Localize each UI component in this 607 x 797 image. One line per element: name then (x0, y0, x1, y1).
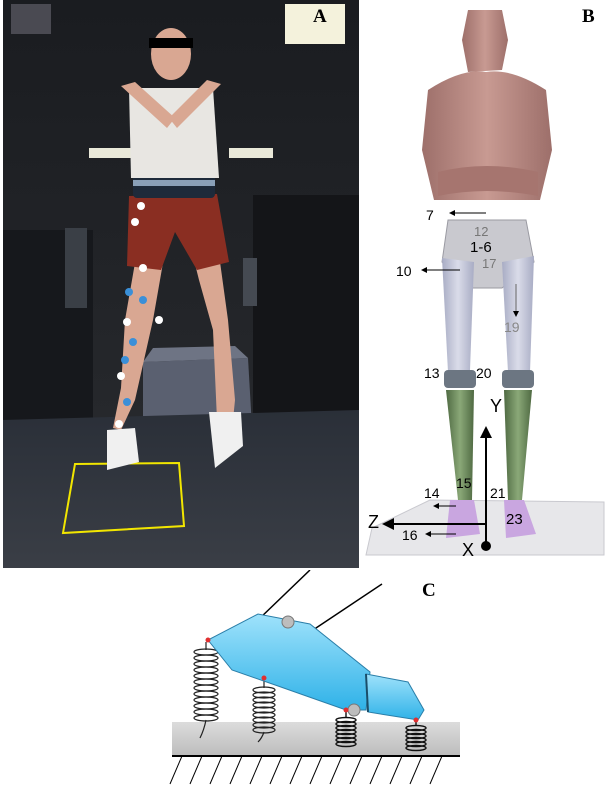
contact-point (344, 708, 349, 713)
model-right-knee (502, 370, 534, 388)
subject-photo (3, 0, 359, 568)
spring-contact-diagram (160, 570, 460, 792)
panel-a-photo: A (3, 0, 359, 568)
label-1-6: 1-6 (470, 239, 492, 256)
ceiling-panel (11, 4, 51, 34)
label-10: 10 (396, 263, 412, 279)
panel-label-b: B (582, 6, 595, 28)
label-15: 15 (456, 475, 472, 491)
model-left-knee (444, 370, 476, 388)
model-head (462, 10, 508, 72)
subject-head (151, 28, 191, 80)
label-13: 13 (424, 365, 440, 381)
ceiling-light (229, 148, 273, 158)
model-left-thigh (442, 258, 474, 372)
panel-c-contact-model: C (160, 570, 460, 792)
ankle-marker (282, 616, 294, 628)
label-19: 19 (504, 319, 520, 335)
shank-line (310, 584, 382, 632)
label-20: 20 (476, 365, 492, 381)
label-7: 7 (426, 207, 434, 223)
spring-midfoot (253, 680, 275, 742)
label-23: 23 (506, 511, 523, 528)
shank-line (258, 570, 310, 620)
toe-segment (366, 674, 424, 720)
contact-point (206, 638, 211, 643)
label-14: 14 (424, 485, 440, 501)
metatarsal-marker (348, 704, 360, 716)
equipment-panel (243, 258, 257, 306)
label-axis-z: Z (368, 512, 379, 532)
spring-metatarsal (336, 712, 356, 747)
subject-belt-stripe (133, 180, 215, 186)
label-16: 16 (402, 527, 418, 543)
origin-point (481, 541, 491, 551)
gym-equipment (253, 195, 359, 425)
body-model: 7 12 1-6 17 10 19 13 20 Y 15 14 21 23 Z … (362, 0, 607, 565)
model-right-shank (504, 390, 532, 500)
model-right-thigh (502, 256, 534, 372)
panel-label-a: A (313, 6, 327, 28)
label-axis-y: Y (490, 396, 502, 416)
face-blur-bar (149, 38, 193, 48)
panel-label-c: C (422, 580, 436, 602)
label-21: 21 (490, 485, 506, 501)
ground-hatch (170, 756, 442, 784)
contact-point (414, 718, 419, 723)
contact-point (262, 676, 267, 681)
panel-b-model: 7 12 1-6 17 10 19 13 20 Y 15 14 21 23 Z … (362, 0, 607, 565)
label-12: 12 (474, 224, 488, 239)
label-17: 17 (482, 256, 496, 271)
equipment-panel (65, 228, 87, 308)
ceiling-light (89, 148, 135, 158)
label-axis-x: X (462, 540, 474, 560)
